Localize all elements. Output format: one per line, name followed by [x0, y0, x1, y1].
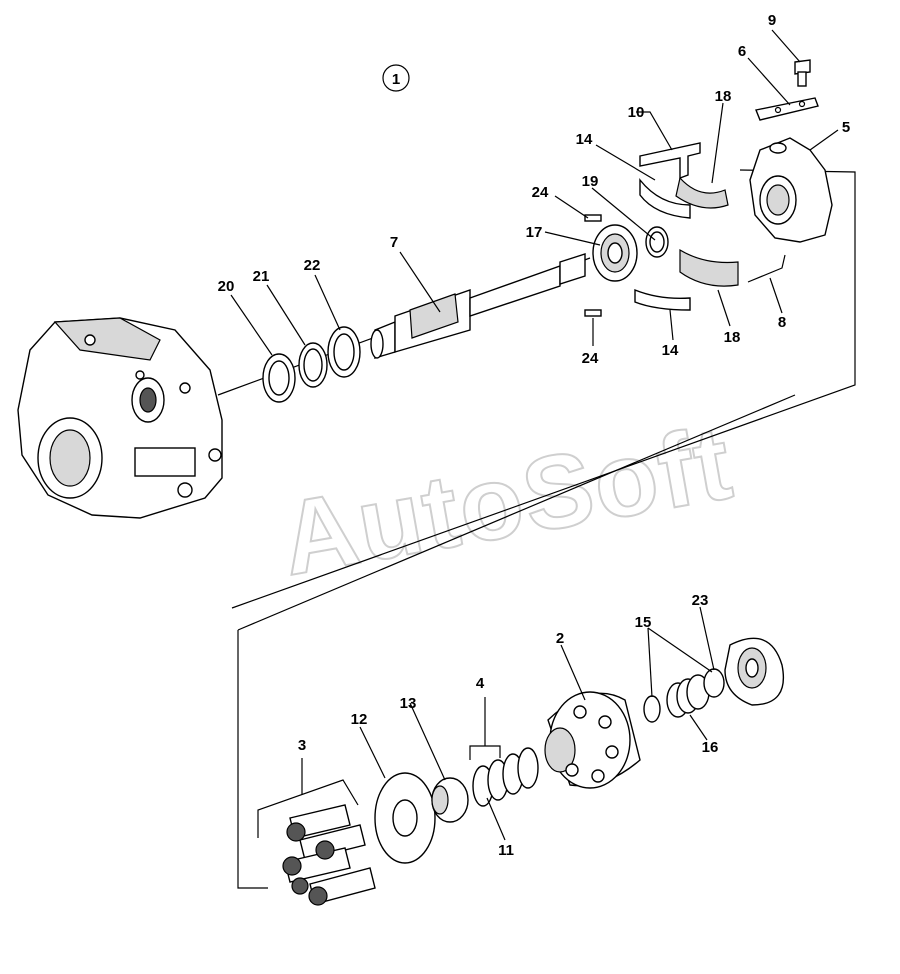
- callout-14-upper: 14: [576, 131, 593, 148]
- ring-15-left: [643, 695, 661, 723]
- callout-4: 4: [476, 675, 485, 692]
- pump-housing: [17, 317, 223, 519]
- bushing-14-lower: [634, 288, 691, 311]
- roller-bearing-18-lower: [679, 248, 739, 287]
- callout-19: 19: [582, 173, 599, 190]
- pin-24-upper: [584, 214, 602, 222]
- callout-20: 20: [218, 278, 235, 295]
- callout-22: 22: [304, 257, 321, 274]
- cylinder-block-2: [544, 691, 641, 789]
- bracket-10: [639, 142, 701, 180]
- swashplate-5: [749, 137, 833, 243]
- drive-shaft-7: [370, 253, 586, 359]
- callout-2: 2: [556, 630, 564, 647]
- callout-12: 12: [351, 711, 368, 728]
- callout-10: 10: [628, 104, 645, 121]
- screw-9: [794, 59, 811, 87]
- callout-17: 17: [526, 224, 543, 241]
- shim-21: [298, 342, 328, 388]
- ball-guide-13: [431, 777, 469, 823]
- ring-19: [645, 226, 669, 258]
- rod-8: [747, 254, 786, 283]
- callout-7: 7: [390, 234, 398, 251]
- bearing-17: [592, 224, 638, 282]
- callout-14-lower: 14: [662, 342, 679, 359]
- callout-24-upper: 24: [532, 184, 549, 201]
- spring-16: [666, 674, 710, 718]
- lower-assembly-frame: [237, 630, 268, 889]
- callout-6: 6: [738, 43, 746, 60]
- seal-23: [703, 668, 725, 698]
- roller-bearing-18-upper: [675, 176, 729, 209]
- callout-13: 13: [400, 695, 417, 712]
- springs-4: [472, 747, 539, 807]
- callout-labels: 9 6 5 10 18 14 19 24 17 7 8 18 14 24 20 …: [218, 12, 851, 859]
- retainer-plate-12: [374, 772, 436, 864]
- bushing-14-upper: [639, 178, 691, 219]
- plate-hole: [798, 100, 806, 108]
- pin-24-lower: [584, 309, 602, 317]
- plate-6: [755, 97, 819, 121]
- callout-18-upper: 18: [715, 88, 732, 105]
- callout-21: 21: [253, 268, 270, 285]
- snap-ring-22: [327, 326, 361, 378]
- snap-ring-20: [262, 353, 296, 403]
- plate-hole: [774, 106, 782, 114]
- svg-text:1: 1: [392, 71, 400, 88]
- callout-11: 11: [498, 842, 514, 859]
- leader-lines: [230, 29, 839, 841]
- pistons-3: [282, 804, 376, 906]
- figure-number: 1: [382, 64, 410, 92]
- callout-5: 5: [842, 119, 850, 136]
- callout-18-lower: 18: [724, 329, 741, 346]
- callout-16: 16: [702, 739, 719, 756]
- frame-diagonal: [237, 394, 796, 631]
- valve-plate: [724, 637, 784, 706]
- callout-23: 23: [692, 592, 709, 609]
- callout-9: 9: [768, 12, 776, 29]
- callout-8: 8: [778, 314, 786, 331]
- watermark: AutoSoft: [272, 404, 742, 599]
- svg-text:AutoSoft: AutoSoft: [273, 405, 741, 598]
- callout-15: 15: [635, 614, 652, 631]
- callout-3: 3: [298, 737, 306, 754]
- callout-24-lower: 24: [582, 350, 599, 367]
